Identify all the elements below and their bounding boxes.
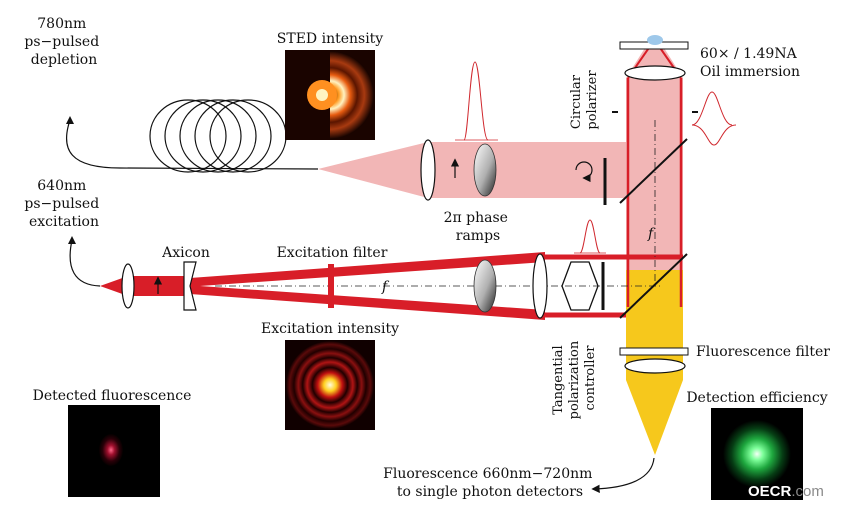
sted-intensity-label: STED intensity — [277, 31, 384, 47]
sted-vertical-beam — [626, 78, 683, 270]
tangential-controller-label: Tangential polarization controller — [551, 337, 598, 420]
detection-efficiency-label: Detection efficiency — [686, 390, 827, 406]
fluorescence-filter-label: Fluorescence filter — [696, 344, 830, 360]
depletion-label: 780nm ps−pulsed depletion — [24, 16, 103, 68]
detected-fluorescence-image — [68, 405, 160, 497]
output-arrow — [591, 457, 655, 494]
focal-length-symbol-excitation: f — [381, 279, 390, 295]
excitation-filter-element — [328, 264, 334, 308]
excitation-intensity-label: Excitation intensity — [261, 321, 399, 337]
tangential-polarization-controller — [561, 261, 599, 311]
focal-length-symbol-vertical: f — [647, 226, 656, 242]
excitation-lens-1 — [121, 263, 135, 309]
axicon-optic — [183, 261, 197, 311]
sted-beam — [318, 142, 626, 198]
output-label: Fluorescence 660nm−720nm to single photo… — [383, 466, 597, 500]
excitation-label: 640nm ps−pulsed excitation — [24, 178, 103, 230]
phase-plate-sted — [473, 143, 497, 197]
detection-efficiency-image — [711, 408, 803, 500]
excitation-fiber — [69, 239, 101, 287]
dichroic-mirror-lower — [619, 253, 688, 319]
objective-label: 60× / 1.49NA Oil immersion — [700, 46, 801, 80]
phase-plate-excitation — [473, 259, 497, 313]
sted-intensity-image — [285, 50, 375, 140]
objective-lens — [624, 65, 686, 81]
excitation-intensity-image — [285, 340, 375, 430]
detected-fluorescence-label: Detected fluorescence — [33, 388, 192, 404]
tube-lens — [624, 358, 686, 374]
excitation-filter-label: Excitation filter — [277, 245, 388, 261]
excitation-lens-2 — [532, 253, 548, 319]
axicon-label: Axicon — [161, 245, 210, 261]
sted-collimating-lens — [420, 139, 436, 201]
fiber-coil — [66, 99, 319, 173]
fluorescence-filter — [619, 347, 689, 356]
watermark: OECR.com — [748, 483, 824, 500]
excitation-beam-cone — [190, 252, 545, 320]
circular-polarizer-label: Circular polarizer — [569, 70, 600, 130]
excitation-beam-left — [100, 276, 190, 296]
phase-ramps-label: 2π phase ramps — [444, 210, 513, 244]
dichroic-mirror-upper — [619, 138, 688, 204]
sample-drop — [647, 35, 663, 45]
